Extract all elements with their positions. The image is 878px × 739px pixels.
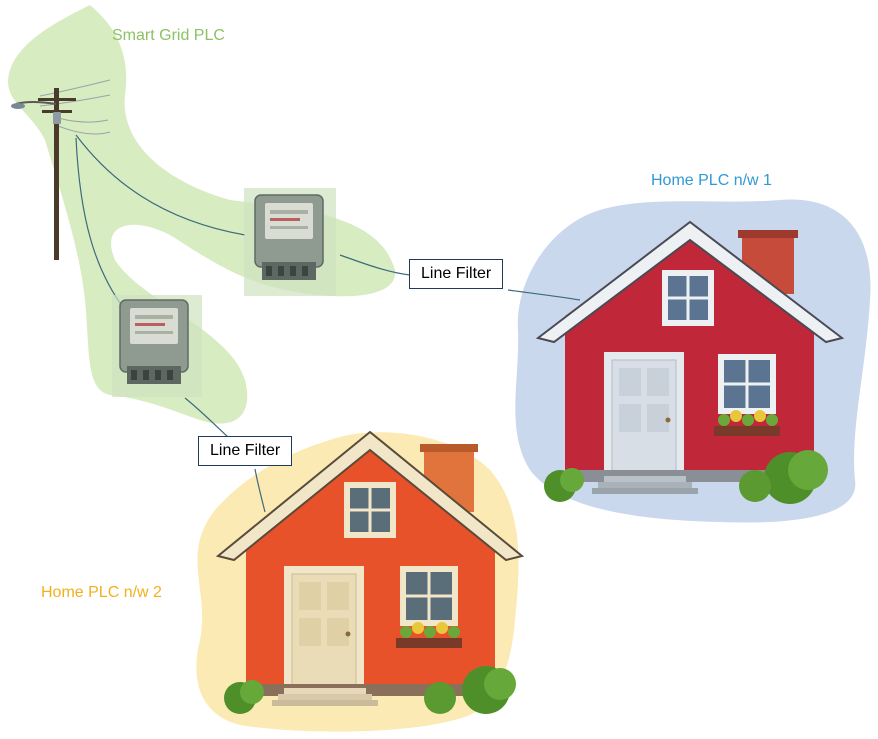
overhead-wires: [39, 79, 111, 135]
line-filter-box: Line Filter: [409, 259, 504, 289]
house-1-icon: [535, 220, 845, 504]
home-network-1-label: Home PLC n/w 1: [651, 172, 772, 189]
house-2-icon: [215, 430, 525, 714]
line-filter-box: Line Filter: [198, 436, 293, 466]
smart-grid-zone: [8, 5, 396, 424]
home-network-2-label: Home PLC n/w 2: [41, 584, 162, 601]
smart-grid-label: Smart Grid PLC: [112, 27, 225, 44]
utility-pole-icon: [11, 88, 76, 260]
electricity-meter-icon: [244, 188, 336, 296]
electricity-meter-icon: [112, 295, 202, 397]
